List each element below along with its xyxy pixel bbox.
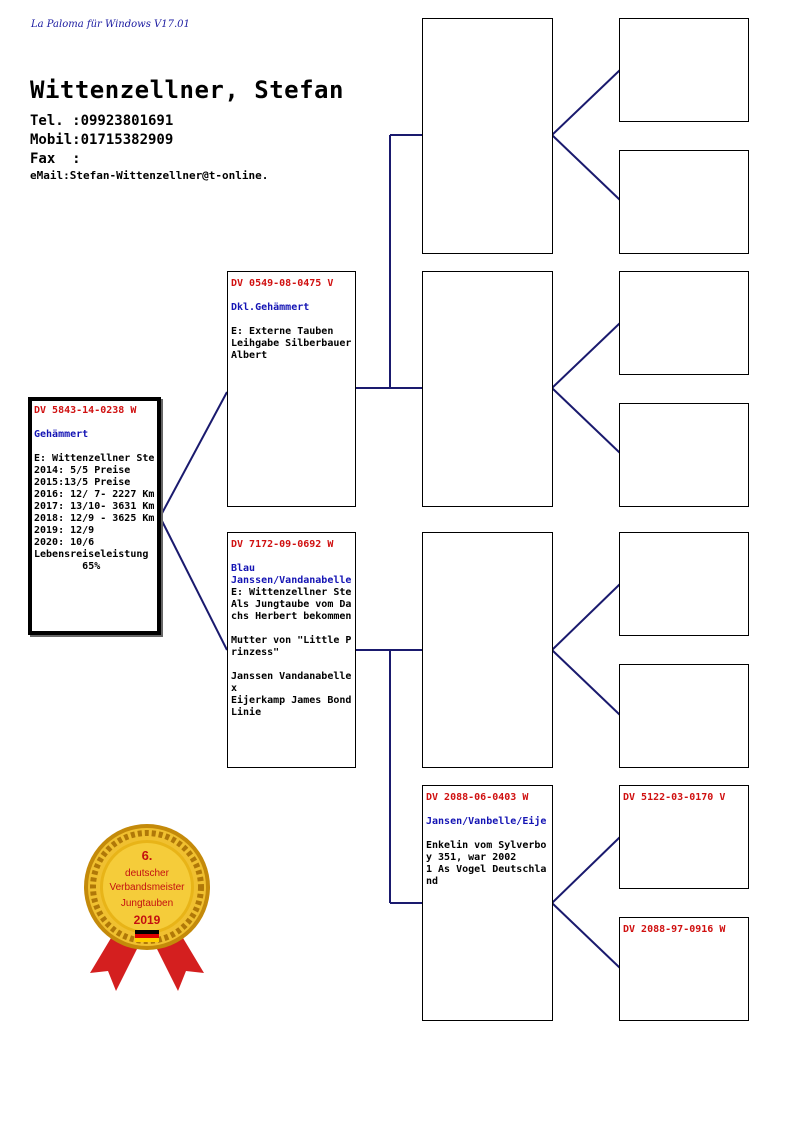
pigeon-notes: Enkelin vom Sylverbo y 351, war 2002 1 A… — [426, 840, 547, 887]
ring-number: DV 2088-97-0916 W — [623, 924, 726, 935]
medal-year: 2019 — [134, 913, 161, 927]
email: eMail:Stefan-Wittenzellner@t-online. — [30, 169, 269, 182]
medal-line1: deutscher — [125, 868, 170, 879]
color-variety: Gehämmert — [34, 429, 89, 440]
mobile: Mobil:01715382909 — [30, 132, 174, 148]
pigeon-card-mother-dam[interactable]: DV 2088-06-0403 W Jansen/Vanbelle/Eije E… — [422, 785, 553, 1021]
pigeon-notes: E: Externe Tauben Leihgabe Silberbauer A… — [231, 326, 352, 361]
pigeon-card-fmd[interactable] — [619, 403, 749, 507]
connector-ff-dam — [551, 134, 621, 201]
ring-number: DV 2088-06-0403 W — [426, 792, 529, 803]
medal-rank: 6. — [142, 848, 153, 863]
connector-fm-sire — [551, 322, 621, 389]
pigeon-card-ffs[interactable] — [619, 18, 749, 122]
medal-line2: Verbandsmeister — [109, 882, 185, 893]
connector-subject-father — [159, 391, 228, 518]
pigeon-card-father-sire[interactable] — [422, 18, 553, 254]
pigeon-card-subject[interactable]: DV 5843-14-0238 W Gehämmert E: Wittenzel… — [28, 397, 161, 635]
color-variety: Blau Janssen/Vandanabelle — [231, 563, 352, 586]
pigeon-card-ffd[interactable] — [619, 150, 749, 254]
connector-mm-sire — [551, 836, 621, 904]
fax: Fax : — [30, 151, 81, 167]
ring-number: DV 5843-14-0238 W — [34, 405, 137, 416]
software-label: La Paloma für Windows V17.01 — [31, 19, 190, 30]
owner-name: Wittenzellner, Stefan — [30, 76, 344, 104]
pigeon-card-mother-sire[interactable] — [422, 532, 553, 768]
ring-number: DV 0549-08-0475 V — [231, 278, 334, 289]
connector-fm-dam — [551, 387, 621, 454]
connector-mf-dam — [551, 649, 621, 716]
pigeon-card-mmd[interactable]: DV 2088-97-0916 W — [619, 917, 749, 1021]
pigeon-notes: E: Wittenzellner Ste 2014: 5/5 Preise 20… — [34, 453, 155, 572]
ring-number: DV 5122-03-0170 V — [623, 792, 726, 803]
pigeon-card-mms[interactable]: DV 5122-03-0170 V — [619, 785, 749, 889]
color-variety: Dkl.Gehämmert — [231, 302, 310, 313]
medal-badge: 6. deutscher Verbandsmeister Jungtauben … — [84, 824, 210, 991]
pigeon-notes: E: Wittenzellner Ste Als Jungtaube vom D… — [231, 587, 352, 718]
ring-number: DV 7172-09-0692 W — [231, 539, 334, 550]
pigeon-card-father-dam[interactable] — [422, 271, 553, 507]
medal-line3: Jungtauben — [121, 898, 173, 909]
color-variety: Jansen/Vanbelle/Eije — [426, 816, 547, 827]
pigeon-card-mfd[interactable] — [619, 664, 749, 768]
connector-mf-sire — [551, 583, 621, 651]
connector-ff-sire — [551, 69, 621, 136]
phone: Tel. :09923801691 — [30, 113, 174, 129]
pigeon-card-fms[interactable] — [619, 271, 749, 375]
connector-subject-mother — [159, 516, 228, 651]
pigeon-card-mother[interactable]: DV 7172-09-0692 W Blau Janssen/Vandanabe… — [227, 532, 356, 768]
pigeon-card-father[interactable]: DV 0549-08-0475 V Dkl.Gehämmert E: Exter… — [227, 271, 356, 507]
connector-mm-dam — [551, 902, 621, 969]
pigeon-card-mfs[interactable] — [619, 532, 749, 636]
